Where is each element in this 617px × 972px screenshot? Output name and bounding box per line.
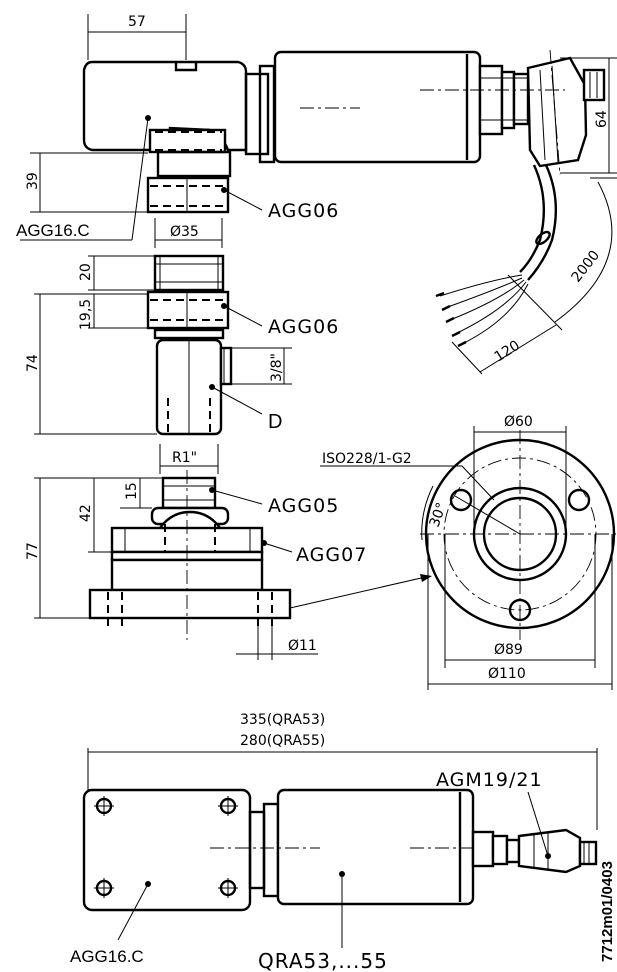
dim-dia11: Ø11 bbox=[288, 638, 317, 654]
label-agg06-top: AGG06 bbox=[268, 200, 339, 222]
length-qra53: 335(QRA53) bbox=[240, 712, 325, 728]
dim-dia89: Ø89 bbox=[494, 642, 523, 658]
dim-dia110: Ø110 bbox=[488, 666, 526, 682]
dim-dia35: Ø35 bbox=[170, 224, 199, 240]
dim-15: 15 bbox=[124, 482, 140, 500]
iso-thread-label: ISO228/1-G2 bbox=[322, 451, 412, 467]
angle-30: 30° bbox=[427, 501, 451, 530]
flange-view: R1" 15 42 77 bbox=[25, 444, 432, 660]
drawing-number: 7712m01/0403 bbox=[599, 861, 616, 962]
label-agg16c-top: AGG16.C bbox=[16, 221, 90, 240]
dim-39: 39 bbox=[25, 172, 41, 190]
dim-19-5: 19,5 bbox=[78, 299, 94, 330]
dim-77: 77 bbox=[25, 542, 41, 560]
label-agg06-mid: AGG06 bbox=[268, 316, 339, 338]
label-d: D bbox=[268, 411, 282, 433]
dim-2000: 2000 bbox=[569, 248, 604, 286]
screw-holes bbox=[94, 796, 238, 898]
length-qra55: 280(QRA55) bbox=[240, 733, 325, 749]
label-agg07: AGG07 bbox=[296, 544, 367, 566]
adapter-view: Ø35 20 19,5 74 bbox=[25, 218, 339, 436]
side-view: 335(QRA53) 280(QRA55) bbox=[70, 712, 616, 972]
dim-r1: R1" bbox=[172, 450, 197, 466]
label-agg16c-bottom: AGG16.C bbox=[70, 947, 144, 966]
label-agm: AGM19/21 bbox=[436, 769, 543, 791]
dim-42: 42 bbox=[78, 504, 94, 522]
dim-57: 57 bbox=[128, 14, 146, 30]
dim-thread: 3/8" bbox=[269, 353, 285, 382]
dim-dia60: Ø60 bbox=[504, 414, 533, 430]
label-agg05: AGG05 bbox=[268, 495, 339, 517]
dim-20: 20 bbox=[78, 263, 94, 281]
dim-64: 64 bbox=[594, 110, 610, 128]
dim-120: 120 bbox=[492, 338, 523, 366]
dim-74: 74 bbox=[25, 354, 41, 372]
round-flange: Ø60 ISO228/1-G2 30° Ø89 Ø110 bbox=[320, 414, 617, 690]
label-qra: QRA53,...55 bbox=[258, 949, 388, 972]
